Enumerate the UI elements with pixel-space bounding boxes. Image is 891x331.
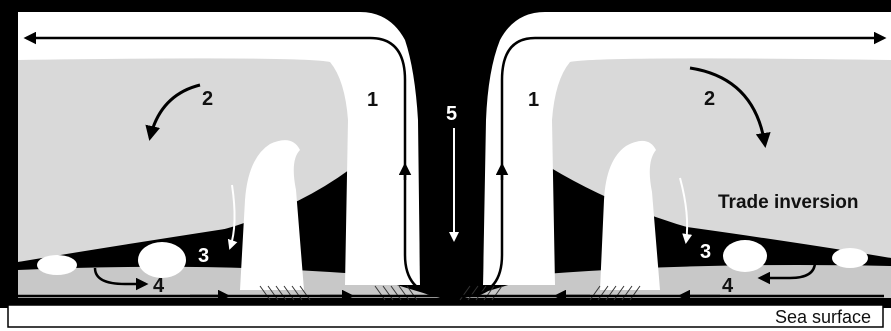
label-2-left: 2 — [202, 88, 213, 110]
sea-surface-label: Sea surface — [775, 307, 871, 327]
label-1-right: 1 — [528, 89, 539, 111]
small-cumulus-4 — [832, 248, 868, 268]
frame-dot-top — [6, 34, 14, 42]
eye-column — [418, 10, 486, 293]
trade-inversion-label: Trade inversion — [718, 192, 858, 213]
label-4-right: 4 — [722, 275, 734, 297]
label-2-right: 2 — [704, 88, 715, 110]
frame-dot-lower — [6, 279, 14, 287]
small-cumulus-2 — [138, 242, 186, 278]
small-cumulus-3 — [723, 240, 767, 272]
label-5: 5 — [446, 103, 457, 125]
label-3-left: 3 — [198, 245, 209, 267]
sea-surface — [8, 305, 883, 327]
label-3-right: 3 — [700, 241, 711, 263]
convergence-point — [450, 292, 460, 302]
label-1-left: 1 — [367, 89, 378, 111]
frame-dot-upper — [6, 81, 14, 89]
label-4-left: 4 — [153, 275, 165, 297]
small-cumulus-1 — [37, 255, 77, 275]
